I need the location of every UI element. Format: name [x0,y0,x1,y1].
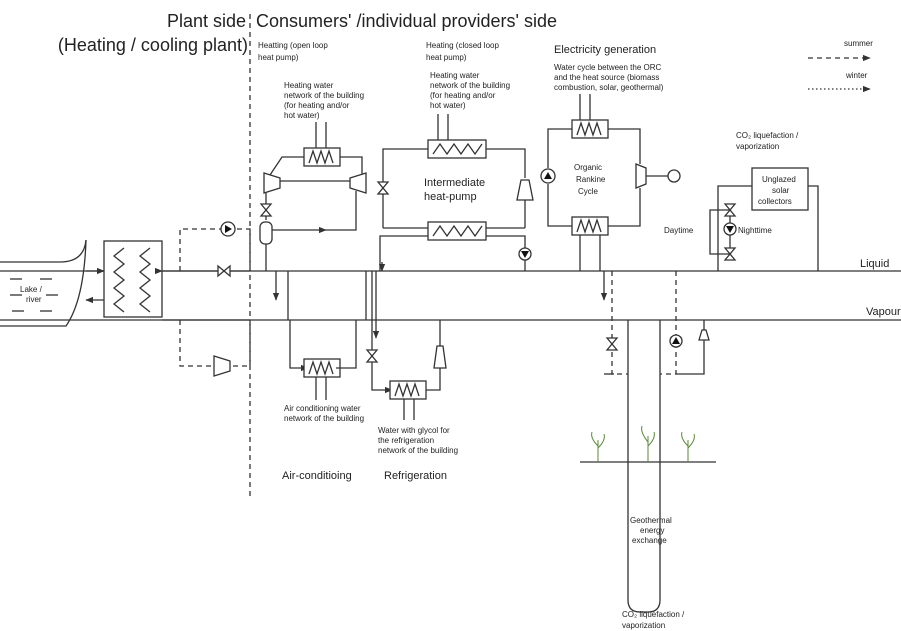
intermediate-hp-2: heat-pump [424,191,477,203]
co2-bottom-title-2: vaporization [622,621,665,630]
open-loop-note-1: Heating water [284,81,334,90]
refr-title: Refrigeration [384,470,447,482]
co2-bottom-title-1: CO₂ liquefaction / [622,610,685,619]
legend-summer-label: summer [844,39,873,48]
geo-label-1: Geothermal [630,516,672,525]
geo-valve-icon [606,337,618,351]
geo-pump-icon [669,334,683,348]
orc-turbine-icon [635,163,647,189]
lake-waves [10,278,58,312]
orc-pump-icon [540,168,556,184]
legend-winter-label: winter [845,71,868,80]
plant-side-subtitle: (Heating / cooling plant) [58,35,248,55]
closed-loop-title-1: Heating (closed loop [426,41,499,50]
plant-pump-loop [179,228,251,271]
closed-loop-note-1: Heating water [430,71,480,80]
lake-shore [0,239,87,263]
orc-label-1: Organic [574,163,602,172]
lake-heat-exchanger [103,240,163,318]
refr-note-1: Water with glycol for [378,426,450,435]
closed-loop-note-3: (for heating and/or [430,91,496,100]
ac-title: Air-conditioing [282,470,352,482]
orc-label-3: Cycle [578,187,599,196]
orc-evaporator-icon [571,119,609,139]
electricity-title: Electricity generation [554,44,656,56]
open-loop-note-4: hot water) [284,111,320,120]
open-loop-title-2: heat pump) [258,53,299,62]
geo-label-3: exchange [632,536,667,545]
plant-valve-icon [217,265,231,277]
plant-icon [591,425,695,462]
open-loop-note-2: network of the building [284,91,364,100]
lake-label-line1: Lake / [20,285,43,294]
solar-label-1: Unglazed [762,175,796,184]
open-loop-expander-icon [349,172,367,194]
nighttime-label: Nighttime [738,226,772,235]
geo-compressor-icon [698,329,710,341]
open-loop-condenser-icon [303,147,341,167]
lake-label-line2: river [26,295,42,304]
co2-top-title-1: CO₂ liquefaction / [736,131,799,140]
orc-generator-icon [667,169,681,183]
refr-heat-exchanger-icon [389,380,427,400]
vapour-label: Vapour [866,306,901,318]
open-loop-title-1: Heatting (open loop [258,41,328,50]
geothermal-borehole [627,320,661,613]
open-loop-valve-icon [260,203,272,217]
electricity-note-2: and the heat source (biomass [554,73,659,82]
refr-compressor-icon [433,345,447,369]
closed-loop-compressor-icon [516,179,534,201]
electricity-note-3: combustion, solar, geothermal) [554,83,664,92]
closed-loop-pump-icon [518,247,532,261]
plant-pump-icon [220,221,236,237]
closed-loop-note-4: hot water) [430,101,466,110]
orc-condenser-icon [571,216,609,236]
refr-valve-icon [366,349,378,363]
open-loop-note-3: (for heating and/or [284,101,350,110]
geo-label-2: energy [640,526,664,535]
closed-loop-valve-icon [377,181,389,195]
liquid-label: Liquid [860,258,889,270]
open-loop-separator [259,221,273,245]
closed-loop-title-2: heat pump) [426,53,467,62]
solar-label-2: solar [772,186,790,195]
electricity-note-1: Water cycle between the ORC [554,63,662,72]
daytime-label: Daytime [664,226,694,235]
refr-note-2: the refrigeration [378,436,434,445]
solar-collectors-box [751,167,809,211]
intermediate-hp-1: Intermediate [424,177,485,189]
refr-note-3: network of the building [378,446,458,455]
closed-loop-note-2: network of the building [430,81,510,90]
plant-side-title: Plant side [167,11,246,31]
co2-top-title-2: vaporization [736,142,779,151]
plant-turbine-icon [213,355,231,377]
open-loop-compressor-icon [263,172,281,194]
ac-note-2: network of the building [284,414,364,423]
ac-heat-exchanger-icon [303,358,341,378]
co2-pump-icon [723,222,737,236]
ac-note-1: Air conditioning water [284,404,361,413]
orc-label-2: Rankine [576,175,606,184]
consumers-side-title: Consumers' /individual providers' side [256,11,557,31]
solar-label-3: collectors [758,197,792,206]
